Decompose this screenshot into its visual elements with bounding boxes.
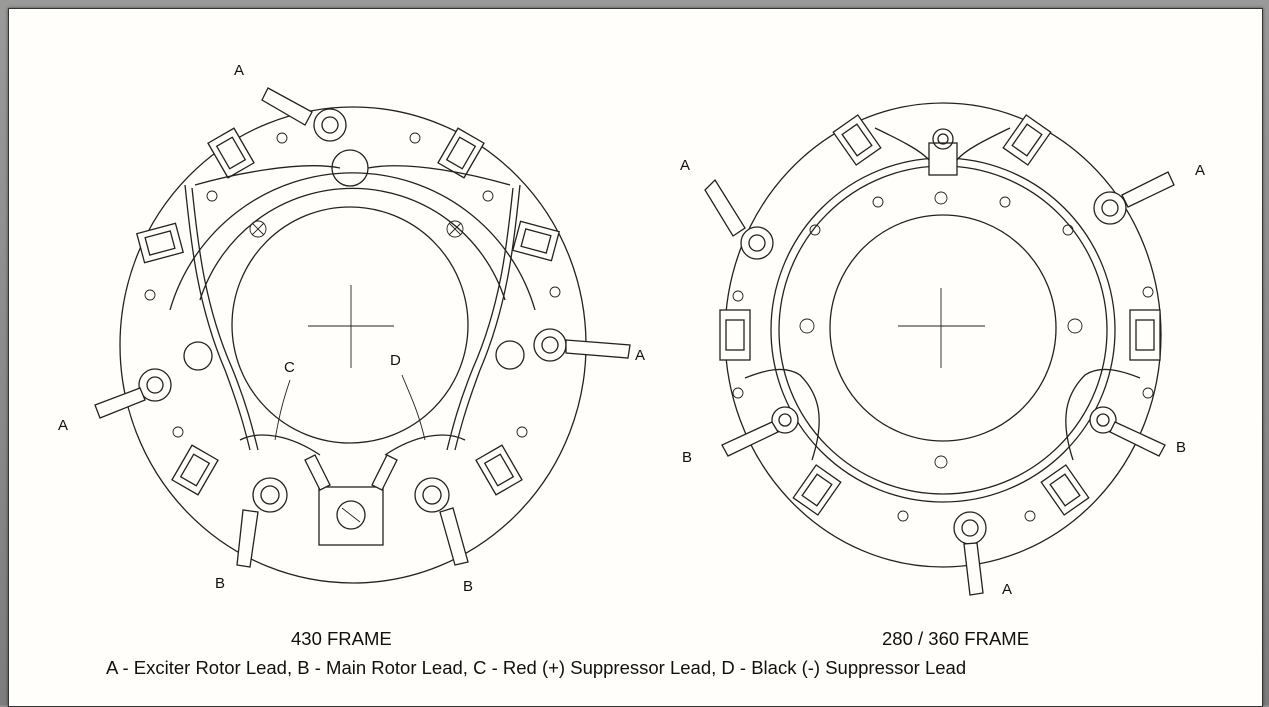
top-terminal-stud — [932, 128, 954, 150]
wire — [744, 368, 820, 461]
screw-slot — [341, 507, 361, 523]
main-rotor-lead — [721, 406, 799, 457]
exciter-lead — [953, 511, 987, 596]
frame-430-assembly: A A A C D B B — [58, 62, 645, 595]
diode-assembly — [136, 127, 560, 496]
label-a: A — [1002, 581, 1012, 598]
shaft-bore — [231, 206, 469, 444]
mount-hole — [482, 190, 494, 202]
label-a: A — [680, 157, 690, 174]
label-b: B — [1176, 439, 1186, 456]
mount-hole — [897, 510, 909, 522]
mount-hole — [144, 289, 156, 301]
label-b: B — [463, 578, 473, 595]
mount-hole — [206, 190, 218, 202]
mount-hole — [732, 290, 744, 302]
label-a: A — [58, 417, 68, 434]
wire — [446, 187, 514, 451]
mount-hole — [934, 191, 948, 205]
exciter-lead — [94, 368, 172, 419]
label-b: B — [682, 449, 692, 466]
label-a: A — [635, 347, 645, 364]
label-a: A — [234, 62, 244, 79]
exciter-lead — [1093, 171, 1175, 225]
mount-hole — [1024, 510, 1036, 522]
main-rotor-lead — [414, 477, 469, 566]
balance-hole — [183, 341, 213, 371]
suppressor-lead-d — [371, 454, 398, 491]
top-terminal-stud-inner — [937, 133, 949, 145]
mount-hole — [1062, 224, 1074, 236]
mount-hole — [409, 132, 421, 144]
mount-hole — [172, 426, 184, 438]
exciter-lead — [533, 328, 631, 362]
mount-hole — [934, 455, 948, 469]
label-a: A — [1195, 162, 1205, 179]
inner-ring-top — [169, 172, 536, 311]
mount-hole — [1142, 387, 1154, 399]
main-rotor-lead — [236, 477, 288, 568]
mount-hole — [999, 196, 1011, 208]
diode-assembly — [719, 114, 1161, 516]
wire — [191, 187, 259, 451]
shaft-bore — [829, 214, 1057, 442]
crossed-hole — [446, 220, 464, 238]
mount-hole — [549, 286, 561, 298]
suppressor-screw — [336, 500, 366, 530]
balance-hole — [495, 340, 525, 370]
wire — [956, 127, 1011, 161]
mount-hole — [872, 196, 884, 208]
exciter-lead — [704, 178, 774, 260]
suppressor-block — [318, 486, 384, 546]
leader-d — [401, 374, 426, 441]
suppressor-lead-c — [304, 454, 331, 491]
frame-280-360-title: 280 / 360 FRAME — [882, 628, 1030, 649]
drawing-sheet — [8, 8, 1263, 707]
mount-hole — [799, 318, 815, 334]
crossed-hole — [249, 220, 267, 238]
wire — [367, 165, 511, 186]
frame-280-360-assembly: A A A B B — [680, 102, 1205, 598]
inner-ring-top-2 — [199, 187, 506, 301]
leader-c — [274, 379, 291, 441]
wire — [194, 165, 341, 186]
frame-430-title: 430 FRAME — [291, 628, 392, 649]
wire — [384, 434, 466, 456]
main-rotor-lead — [1089, 406, 1166, 457]
mount-hole — [1142, 286, 1154, 298]
wire — [874, 127, 930, 161]
mount-hole — [732, 387, 744, 399]
wire — [1065, 368, 1141, 461]
mount-hole — [276, 132, 288, 144]
wire — [454, 184, 521, 451]
label-c: C — [284, 359, 295, 376]
mount-hole — [1067, 318, 1083, 334]
wire — [239, 434, 321, 456]
mount-hole — [809, 224, 821, 236]
inner-ring — [770, 157, 1116, 503]
exciter-lead — [261, 87, 347, 142]
label-d: D — [390, 352, 401, 369]
label-b: B — [215, 575, 225, 592]
mount-hole — [516, 426, 528, 438]
top-terminal — [928, 142, 958, 176]
legend-text: A - Exciter Rotor Lead, B - Main Rotor L… — [106, 657, 967, 678]
wire — [184, 184, 251, 451]
